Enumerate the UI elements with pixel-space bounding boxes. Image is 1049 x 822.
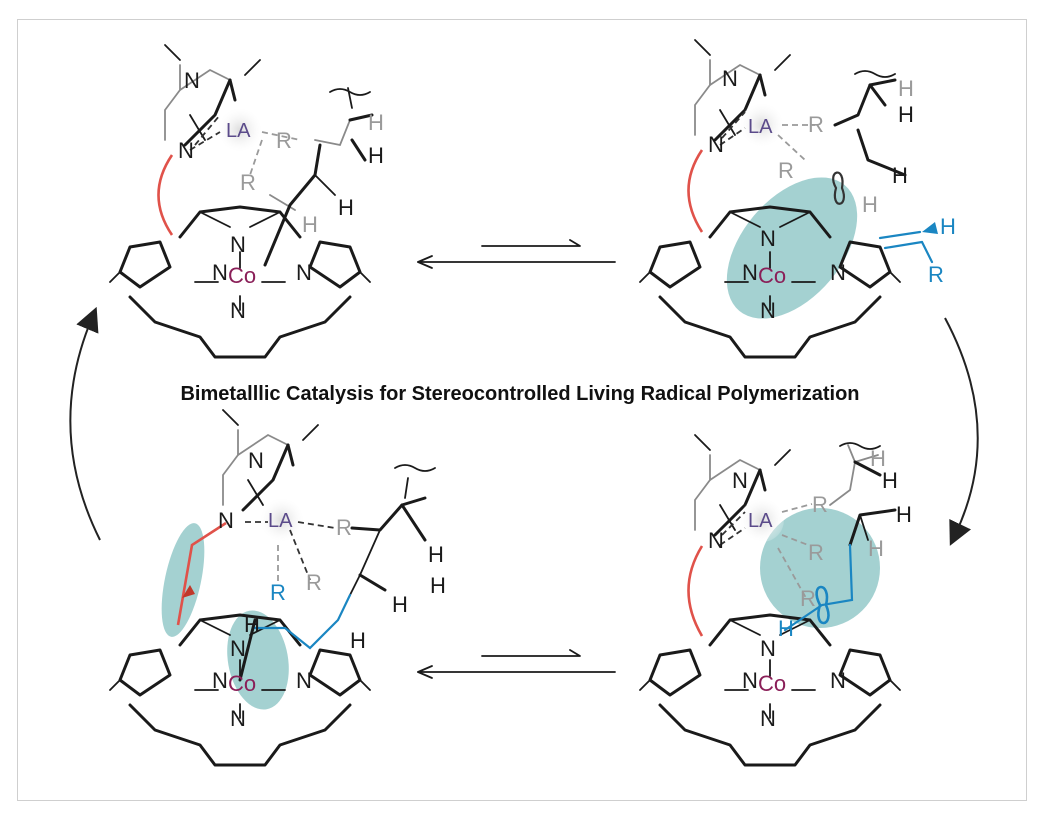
hydrogen-atom: H [368,143,384,168]
complex-bottom-right: N N N N N N Co LA R R R H H H H H [638,433,912,767]
hydrogen-atom: H [392,592,408,617]
hydrogen-atom: H [882,468,898,493]
hydrogen-atom: H [898,102,914,127]
atom-n: N [230,298,246,323]
atom-n: N [178,138,194,163]
hydrogen-atom: H [428,542,444,567]
atom-n: N [212,668,228,693]
cobalt-atom: Co [228,263,256,288]
transfer-hydrogen: H [778,616,794,641]
complex-top-left: N N N N N N Co LA R R H H H H [108,43,384,359]
substituent-r: R [800,586,816,611]
cobalt-atom: Co [758,263,786,288]
hydrogen-atom: H [892,163,908,188]
hydrogen-atom: H [244,612,260,637]
hydrogen-atom: H [862,192,878,217]
atom-n: N [742,260,758,285]
atom-n: N [218,508,234,533]
cycle-arrow-right [944,317,979,546]
hydrogen-atom: H [896,502,912,527]
atom-n: N [760,226,776,251]
hydrogen-atom: H [870,446,886,471]
hydrogen-atom: H [350,628,366,653]
atom-n: N [230,636,246,661]
figure-frame [17,19,1027,801]
cobalt-atom: Co [758,671,786,696]
monomer-hydrogen: H [940,214,956,239]
atom-n: N [830,668,846,693]
substituent-r: R [336,515,352,540]
hydrogen-atom: H [868,536,884,561]
cobalt-atom: Co [228,671,256,696]
substituent-r: R [778,158,794,183]
diagram-title: Bimetalllic Catalysis for Stereocontroll… [180,383,859,405]
atom-n: N [230,706,246,731]
hydrogen-atom: H [302,212,318,237]
lewis-acid-label: LA [268,510,293,532]
lewis-acid-label: LA [748,510,773,532]
atom-n: N [296,260,312,285]
atom-n: N [760,636,776,661]
substituent-r: R [808,540,824,565]
hydrogen-atom: H [898,76,914,101]
hydrogen-atom: H [338,195,354,220]
substituent-r: R [240,170,256,195]
atom-n: N [212,260,228,285]
substituent-r-blue: R [270,580,286,605]
equilibrium-arrows-bottom [417,649,616,679]
monomer-substituent: R [928,262,944,287]
hydrogen-atom: H [368,110,384,135]
atom-n: N [184,68,200,93]
substituent-r: R [812,492,828,517]
atom-n: N [722,66,738,91]
atom-n: N [230,232,246,257]
atom-n: N [248,448,264,473]
cycle-arrow-left [69,306,101,541]
atom-n: N [760,706,776,731]
atom-n: N [708,132,724,157]
substituent-r: R [808,112,824,137]
substituent-r: R [306,570,322,595]
atom-n: N [830,260,846,285]
atom-n: N [708,528,724,553]
lewis-acid-label: LA [226,120,251,142]
atom-n: N [760,298,776,323]
hydrogen-atom: H [430,573,446,598]
atom-n: N [742,668,758,693]
equilibrium-arrows-top [417,239,616,269]
lewis-acid-label: LA [748,116,773,138]
complex-top-right: N N N N N N Co LA R R H H H H H R [638,38,956,359]
complex-bottom-left: N N N N N N Co LA R R R H H H H H [108,408,446,767]
atom-n: N [296,668,312,693]
substituent-r: R [276,128,292,153]
atom-n: N [732,468,748,493]
